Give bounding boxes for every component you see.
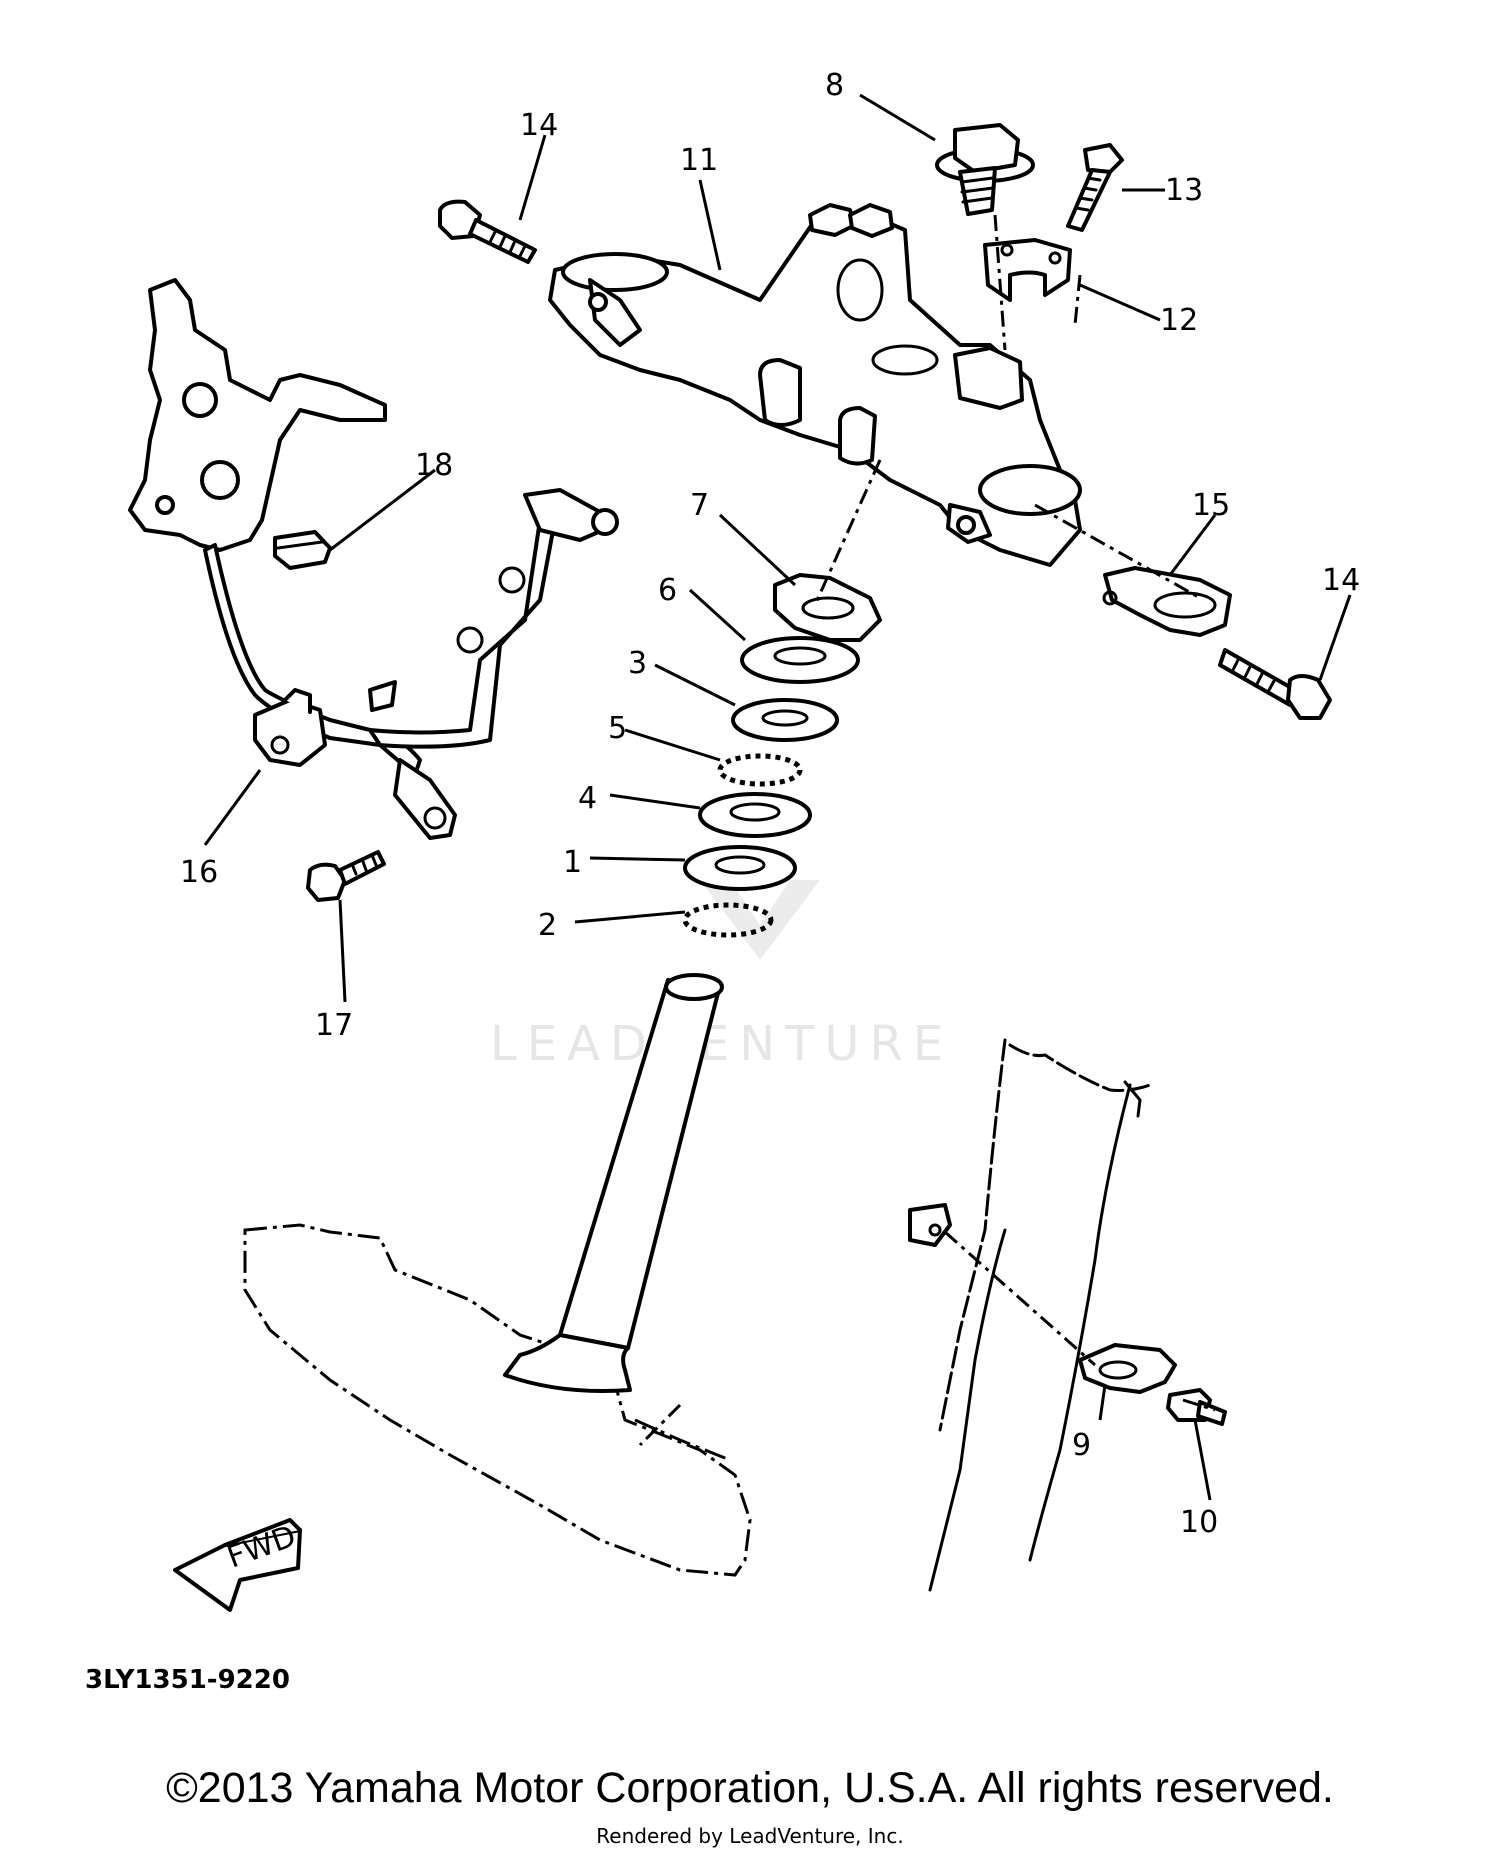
handlebar-upper-holder bbox=[983, 238, 1072, 302]
callout-17: 17 bbox=[315, 1008, 353, 1043]
lower-bracket-ghost bbox=[243, 1223, 752, 1577]
upper-bracket bbox=[548, 203, 1082, 567]
callout-8: 8 bbox=[825, 68, 844, 103]
callout-14-left: 14 bbox=[520, 108, 558, 143]
fork-tubes bbox=[908, 1038, 1152, 1592]
grommet bbox=[273, 530, 332, 570]
copyright-notice: ©2013 Yamaha Motor Corporation, U.S.A. A… bbox=[166, 1764, 1334, 1812]
callout-2: 2 bbox=[538, 908, 557, 943]
callout-4: 4 bbox=[578, 781, 597, 816]
bolt-10 bbox=[1166, 1388, 1227, 1426]
bearing-stack bbox=[682, 573, 882, 938]
callout-16: 16 bbox=[180, 855, 218, 890]
leader-lines bbox=[203, 93, 1352, 1501]
meter-bracket bbox=[128, 278, 619, 840]
drawing-code: 3LY1351-9220 bbox=[85, 1665, 290, 1695]
watermark-text: LEADVENTURE bbox=[490, 1016, 953, 1072]
bolt-13 bbox=[1066, 143, 1124, 232]
callout-3: 3 bbox=[628, 646, 647, 681]
steering-stem bbox=[503, 973, 724, 1393]
rendered-by-credit: Rendered by LeadVenture, Inc. bbox=[596, 1824, 904, 1848]
callout-14-right: 14 bbox=[1322, 563, 1360, 598]
watermark: LEADVENTURE bbox=[490, 880, 953, 1072]
callout-15: 15 bbox=[1192, 488, 1230, 523]
callout-6: 6 bbox=[658, 573, 677, 608]
cable-guide bbox=[1078, 1343, 1177, 1394]
stay-clamp bbox=[253, 688, 327, 767]
callout-5: 5 bbox=[608, 711, 627, 746]
handlebar-lower-holder bbox=[1102, 566, 1232, 637]
callout-11: 11 bbox=[680, 143, 718, 178]
callout-7: 7 bbox=[690, 488, 709, 523]
assembly-lines bbox=[638, 214, 1216, 1447]
bolt-17 bbox=[306, 850, 386, 902]
callout-1: 1 bbox=[563, 845, 582, 880]
callout-13: 13 bbox=[1165, 173, 1203, 208]
steering-stem-bolt bbox=[935, 123, 1035, 216]
bolt-14-left bbox=[438, 199, 537, 264]
bolt-14-right bbox=[1218, 648, 1332, 720]
callout-10: 10 bbox=[1180, 1505, 1218, 1540]
callout-12: 12 bbox=[1160, 303, 1198, 338]
callout-labels: 1 2 3 4 5 6 7 8 9 10 11 12 13 14 14 15 1… bbox=[180, 68, 1360, 1540]
fwd-arrow-icon: FWD bbox=[173, 1518, 302, 1612]
callout-9: 9 bbox=[1072, 1428, 1091, 1463]
callout-18: 18 bbox=[415, 448, 453, 483]
